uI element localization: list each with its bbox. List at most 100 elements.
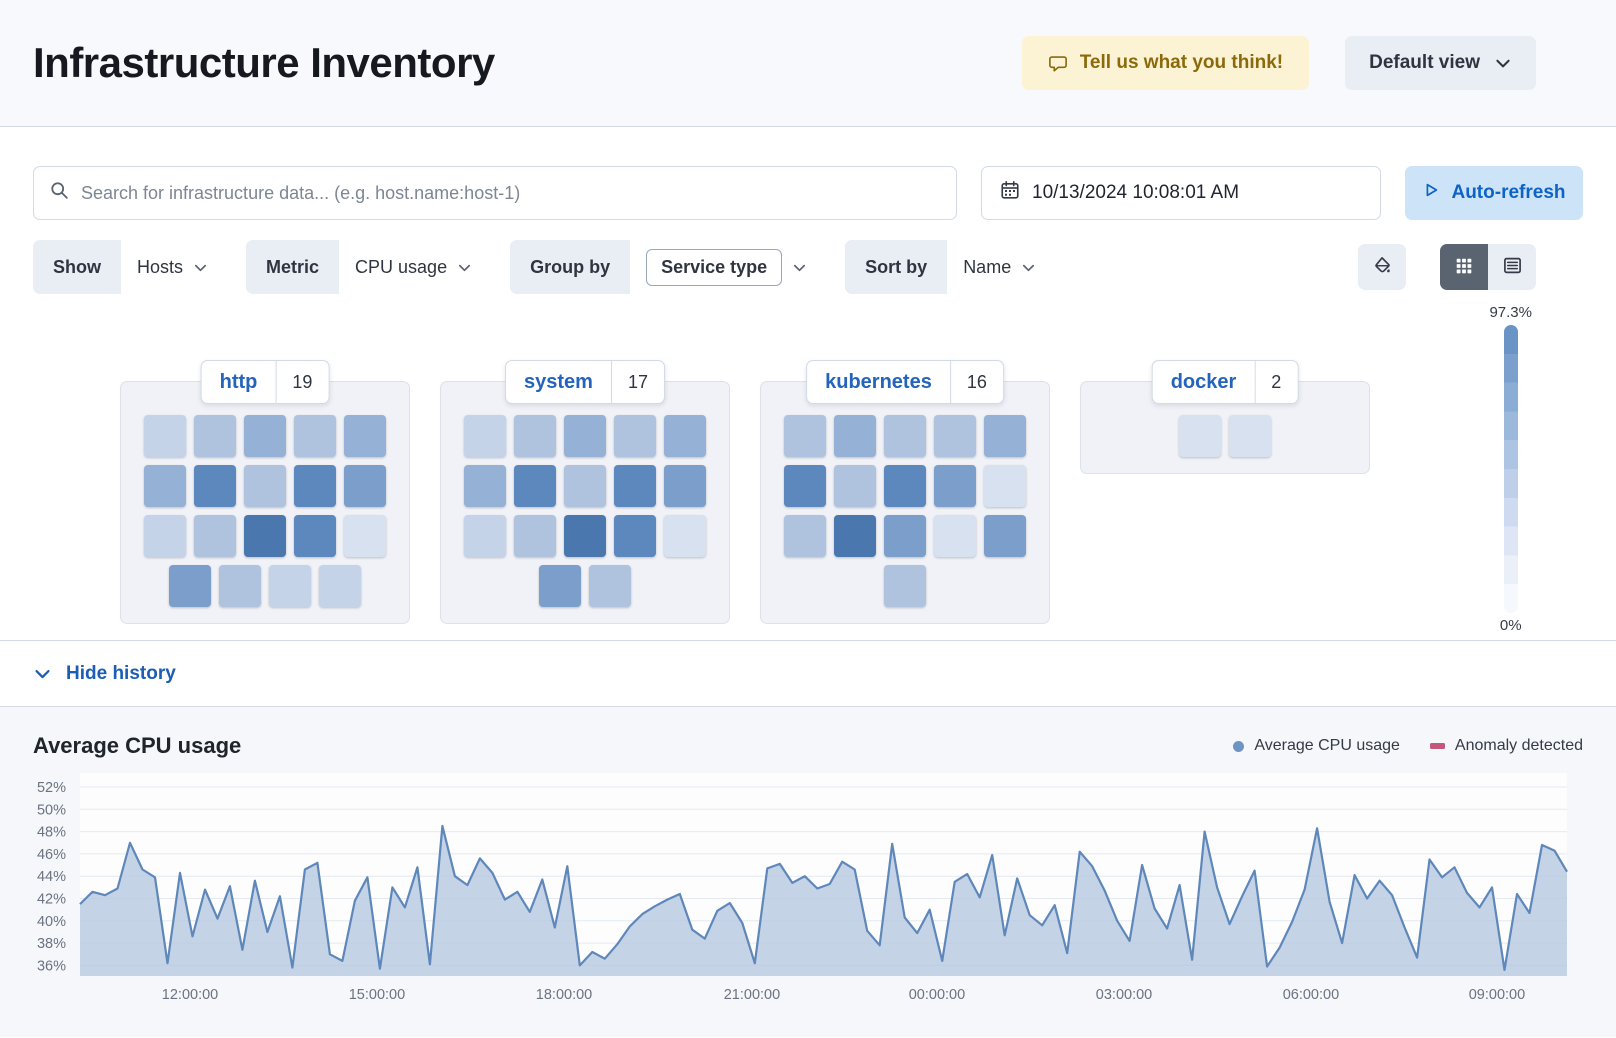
host-tile[interactable] [294, 515, 336, 557]
host-tile[interactable] [784, 465, 826, 507]
host-tile[interactable] [984, 465, 1026, 507]
host-tile[interactable] [784, 515, 826, 557]
search-box[interactable] [33, 166, 957, 220]
host-tile[interactable] [1179, 415, 1221, 457]
hide-history-toggle[interactable]: Hide history [0, 640, 1616, 707]
legend-item-anomaly[interactable]: Anomaly detected [1429, 737, 1583, 755]
x-axis-label: 00:00:00 [909, 987, 965, 1003]
host-tile[interactable] [194, 465, 236, 507]
auto-refresh-button[interactable]: Auto-refresh [1405, 166, 1583, 220]
scale-gradient-bar [1503, 325, 1518, 613]
host-tile[interactable] [144, 515, 186, 557]
host-tile[interactable] [884, 465, 926, 507]
host-tile[interactable] [514, 465, 556, 507]
host-tile[interactable] [984, 415, 1026, 457]
page-title: Infrastructure Inventory [33, 39, 495, 86]
chevron-down-icon [1021, 260, 1036, 275]
host-tile[interactable] [664, 465, 706, 507]
host-tile[interactable] [269, 565, 311, 607]
host-tile[interactable] [934, 415, 976, 457]
host-tile[interactable] [884, 415, 926, 457]
group-name-link[interactable]: system [524, 370, 593, 393]
host-tile[interactable] [144, 465, 186, 507]
show-filter-dropdown[interactable]: Hosts [121, 240, 224, 294]
host-tile[interactable] [294, 415, 336, 457]
host-tile[interactable] [884, 565, 926, 607]
host-tile[interactable] [244, 465, 286, 507]
host-tile[interactable] [934, 515, 976, 557]
group-name-link[interactable]: kubernetes [825, 370, 932, 393]
map-view-button[interactable] [1440, 244, 1488, 290]
chart-header: Average CPU usage Average CPU usage Anom… [0, 707, 1616, 759]
host-tile[interactable] [169, 565, 211, 607]
groupby-filter-dropdown[interactable]: Service type [630, 240, 823, 294]
host-tile[interactable] [664, 515, 706, 557]
default-view-dropdown[interactable]: Default view [1345, 36, 1536, 90]
host-tile[interactable] [464, 465, 506, 507]
x-axis-label: 18:00:00 [536, 987, 592, 1003]
host-tile[interactable] [834, 515, 876, 557]
host-tile[interactable] [614, 415, 656, 457]
sortby-filter-dropdown[interactable]: Name [947, 240, 1052, 294]
sortby-filter: Sort by Name [845, 240, 1052, 294]
color-palette-button[interactable] [1358, 244, 1406, 290]
group-name-link[interactable]: http [219, 370, 258, 393]
host-tile[interactable] [344, 465, 386, 507]
host-tile[interactable] [564, 415, 606, 457]
host-tile[interactable] [884, 515, 926, 557]
host-tile[interactable] [564, 515, 606, 557]
host-tile[interactable] [984, 515, 1026, 557]
filter-row: Show Hosts Metric CPU usage Group by Ser… [0, 220, 1616, 294]
host-tile[interactable] [1229, 415, 1271, 457]
tile-row [121, 415, 409, 457]
host-tile[interactable] [834, 465, 876, 507]
host-tile[interactable] [464, 415, 506, 457]
host-tile[interactable] [194, 415, 236, 457]
header-actions: Tell us what you think! Default view [1021, 36, 1536, 90]
feedback-button[interactable]: Tell us what you think! [1021, 36, 1310, 90]
host-tile[interactable] [244, 415, 286, 457]
host-tile[interactable] [784, 415, 826, 457]
date-picker[interactable]: 10/13/2024 10:08:01 AM [981, 166, 1381, 220]
table-view-button[interactable] [1488, 244, 1536, 290]
x-axis-label: 09:00:00 [1469, 987, 1525, 1003]
host-tile[interactable] [319, 565, 361, 607]
host-tile[interactable] [464, 515, 506, 557]
host-tile[interactable] [344, 515, 386, 557]
host-tile[interactable] [589, 565, 631, 607]
group-name-link[interactable]: docker [1170, 370, 1237, 393]
host-tile[interactable] [219, 565, 261, 607]
host-tile[interactable] [514, 515, 556, 557]
host-tile[interactable] [294, 465, 336, 507]
groupby-filter-label: Group by [510, 240, 631, 294]
metric-filter-dropdown[interactable]: CPU usage [339, 240, 488, 294]
y-axis-label: 48% [37, 825, 66, 841]
host-tile[interactable] [934, 465, 976, 507]
x-axis-label: 06:00:00 [1283, 987, 1339, 1003]
host-tile[interactable] [194, 515, 236, 557]
y-axis-label: 50% [37, 802, 66, 818]
host-tile[interactable] [564, 465, 606, 507]
host-tile[interactable] [539, 565, 581, 607]
host-tile[interactable] [614, 515, 656, 557]
play-icon [1422, 181, 1440, 205]
host-tile[interactable] [834, 415, 876, 457]
host-tile[interactable] [344, 415, 386, 457]
host-tile[interactable] [144, 415, 186, 457]
date-value: 10/13/2024 10:08:01 AM [1032, 182, 1240, 203]
legend-item-avg-cpu[interactable]: Average CPU usage [1233, 737, 1400, 755]
host-tile[interactable] [514, 415, 556, 457]
host-tile[interactable] [614, 465, 656, 507]
search-icon [50, 181, 69, 205]
group-count: 17 [610, 361, 664, 403]
host-tile[interactable] [664, 415, 706, 457]
x-axis-label: 03:00:00 [1096, 987, 1152, 1003]
metric-filter: Metric CPU usage [246, 240, 488, 294]
view-mode-toggle [1440, 244, 1536, 290]
search-input[interactable] [81, 182, 940, 204]
tile-row [441, 515, 729, 557]
host-tile[interactable] [244, 515, 286, 557]
